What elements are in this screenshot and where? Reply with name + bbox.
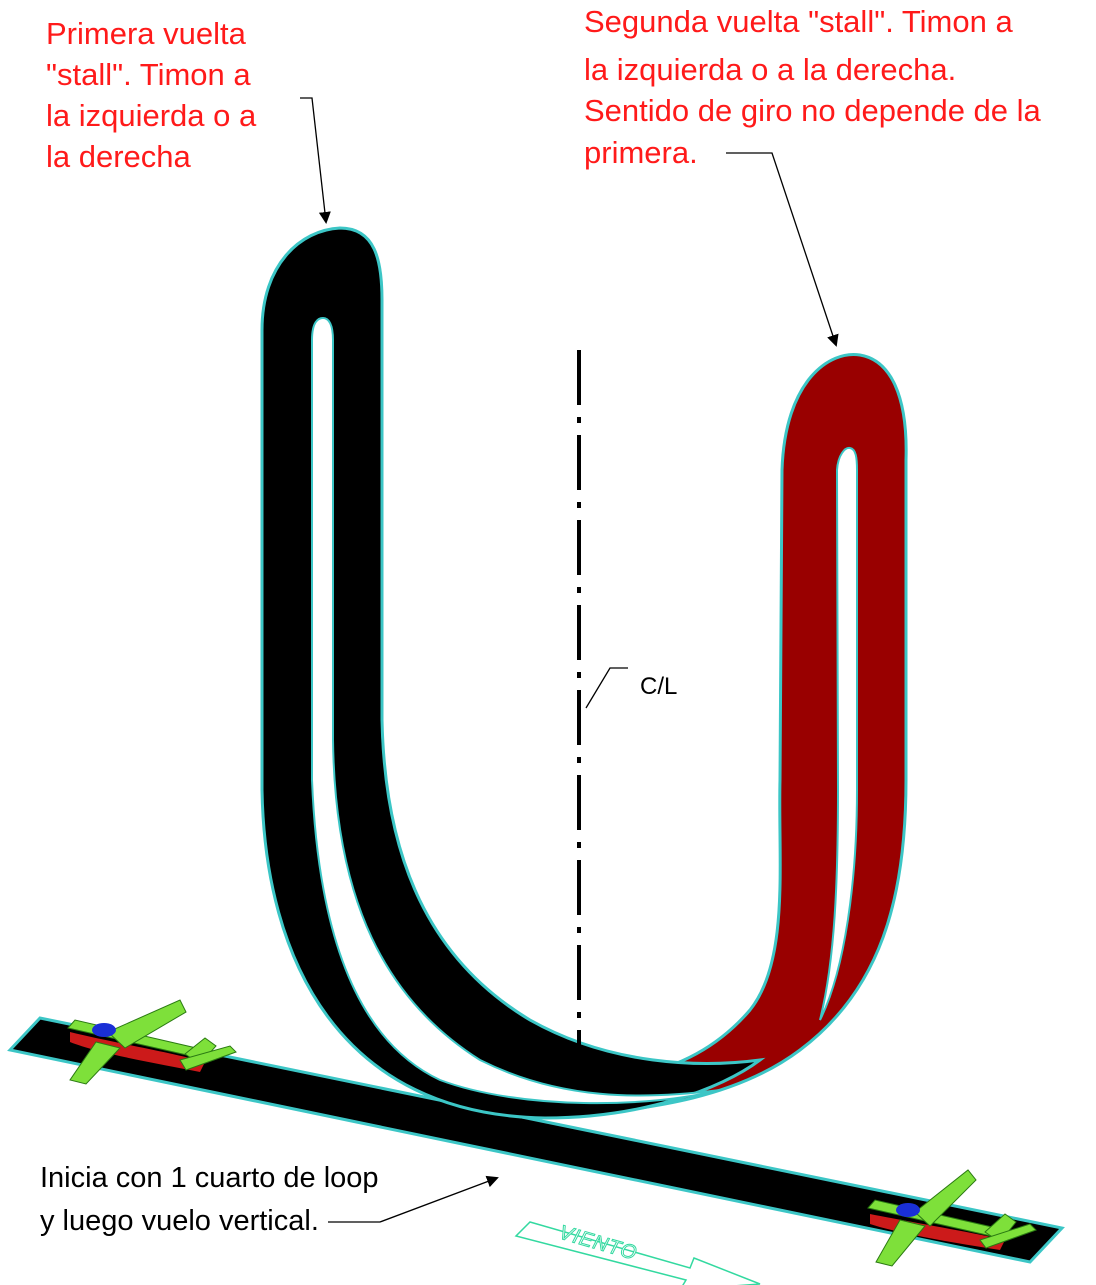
airplane-icon-left [67, 999, 237, 1085]
first-turn-line-4: la derecha [46, 139, 192, 174]
first-turn-line-2: "stall". Timon a [46, 57, 251, 92]
second-stall-turn-path [389, 352, 908, 1120]
first-turn-note: Primera vuelta "stall". Timon a la izqui… [46, 16, 257, 174]
start-line-2: y luego vuelo vertical. [40, 1205, 319, 1237]
second-turn-line-3: Sentido de giro no depende de la [584, 93, 1042, 128]
first-turn-line-1: Primera vuelta [46, 16, 247, 51]
start-line-1: Inicia con 1 cuarto de loop [40, 1162, 379, 1194]
wind-arrow: VIENTO [514, 1221, 761, 1285]
runway-strip [7, 1016, 1065, 1264]
second-turn-note: Segunda vuelta "stall". Timon a la izqui… [584, 4, 1042, 170]
second-turn-line-2: la izquierda o a la derecha. [584, 52, 956, 87]
centerline-label: C/L [640, 673, 677, 700]
airplane-icon-right [867, 1169, 1037, 1267]
first-stall-turn-path [260, 226, 766, 1120]
wind-label: VIENTO [557, 1222, 640, 1265]
second-turn-line-4: primera. [584, 135, 698, 170]
leader-lines [300, 97, 839, 1223]
start-note: Inicia con 1 cuarto de loop y luego vuel… [40, 1162, 379, 1237]
first-turn-line-3: la izquierda o a [46, 98, 257, 133]
second-turn-line-1: Segunda vuelta "stall". Timon a [584, 4, 1013, 39]
